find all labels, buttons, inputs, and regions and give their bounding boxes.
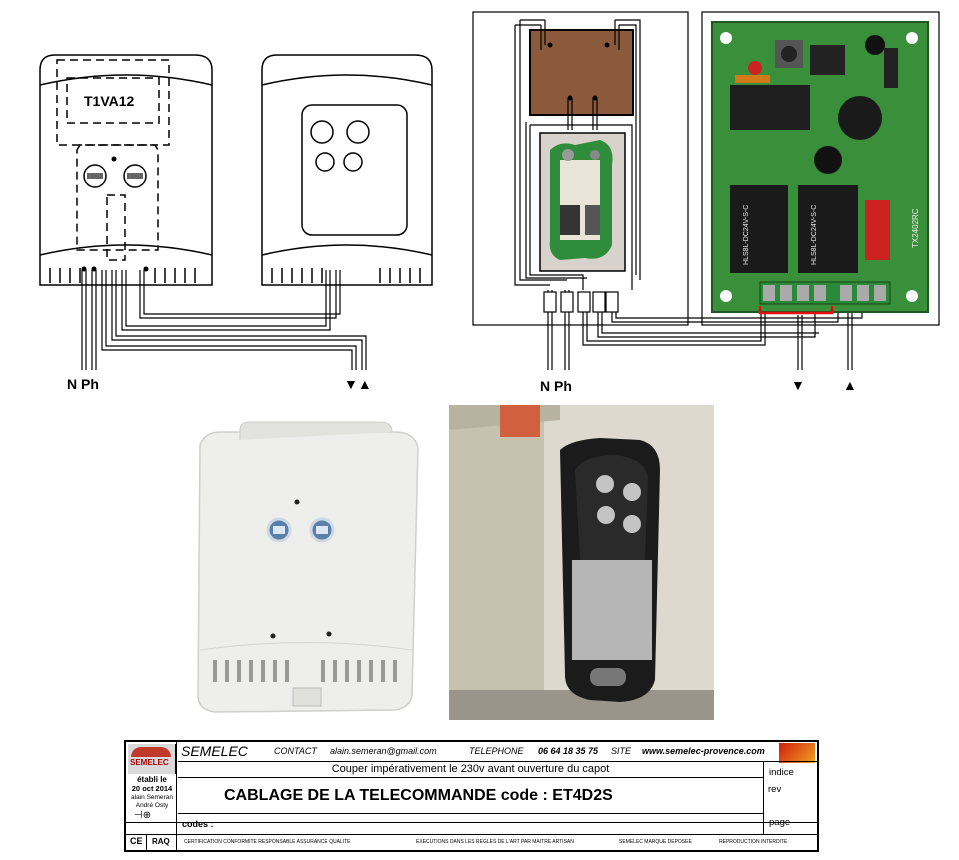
footer-certification: CERTIFICATION CONFORMITE RESPONSABLE ASS…: [184, 839, 351, 845]
left-receiver-box: [39, 54, 213, 286]
semelec-logo: SEMELEC: [128, 744, 176, 774]
right-box-vents: [271, 268, 421, 283]
raq-mark: RAQ: [152, 837, 170, 846]
right-arrow-up: ▲: [843, 377, 857, 393]
author-2: André Osty: [135, 802, 169, 809]
crosshair-icon: ⊣⊕: [134, 810, 152, 821]
receiver-box-photo: [197, 421, 419, 713]
phone-label: TELEPHONE: [469, 746, 524, 756]
right-feed-label: N Ph: [540, 378, 572, 394]
indice-label: indice: [769, 767, 794, 778]
company-name: SEMELEC: [181, 743, 248, 759]
terminal-strip: [543, 291, 619, 313]
left-feed-label: N Ph: [67, 376, 99, 392]
left-receiver-buttons: [83, 156, 147, 188]
small-receiver-module: [539, 132, 626, 272]
corner-logo: [779, 743, 815, 763]
left-output-arrows: ▼▲: [344, 376, 372, 392]
footer-reproduction: REPRODUCTION INTERDITE: [719, 839, 788, 845]
codes-label: codes :: [182, 819, 214, 829]
relay-pcb: [711, 21, 929, 315]
main-title: CABLAGE DE LA TELECOMMANDE code : ET4D2S: [178, 778, 763, 814]
established-label: établi le: [137, 775, 167, 784]
right-arrow-down: ▼: [791, 377, 805, 393]
left-terminal-dots: [81, 266, 149, 272]
transformer: [529, 29, 634, 116]
left-remote-box: [261, 54, 433, 286]
footer-execution: EXECUTIONS DANS LES REGLES DE L'ART PAR …: [416, 839, 574, 845]
author-1: alain Semeran: [131, 794, 173, 801]
title-block: SEMELEC SEMELEC CONTACT alain.semeran@gm…: [124, 740, 819, 852]
contact-email: alain.semeran@gmail.com: [330, 746, 437, 756]
rev-label: rev: [768, 784, 782, 795]
logo-text: SEMELEC: [130, 758, 169, 767]
site-label: SITE: [611, 746, 632, 756]
pcb-relay-text-2: HLS8L-DC24V-S-C: [811, 205, 818, 265]
site-url: www.semelec-provence.com: [642, 746, 765, 756]
footer-trademark: SEMELEC MARQUE DEPOSEE: [619, 839, 692, 845]
left-receiver-label: T1VA12: [84, 93, 135, 109]
left-wires: [81, 270, 367, 370]
contact-label: CONTACT: [274, 746, 317, 756]
left-box-vents: [49, 268, 196, 283]
remote-fob-photo: [449, 405, 714, 720]
phone-number: 06 64 18 35 75: [538, 746, 599, 756]
wiring-diagram: T1VA12: [39, 11, 940, 720]
established-date: 20 oct 2014: [131, 784, 173, 793]
page-label: page: [769, 817, 791, 828]
ce-mark: CE: [130, 836, 143, 846]
safety-warning: Couper impérativement le 230v avant ouve…: [178, 762, 763, 778]
pcb-label: TX2402RC: [911, 208, 920, 248]
pcb-relay-text-1: HLS8L-DC24V-S-C: [743, 205, 750, 265]
